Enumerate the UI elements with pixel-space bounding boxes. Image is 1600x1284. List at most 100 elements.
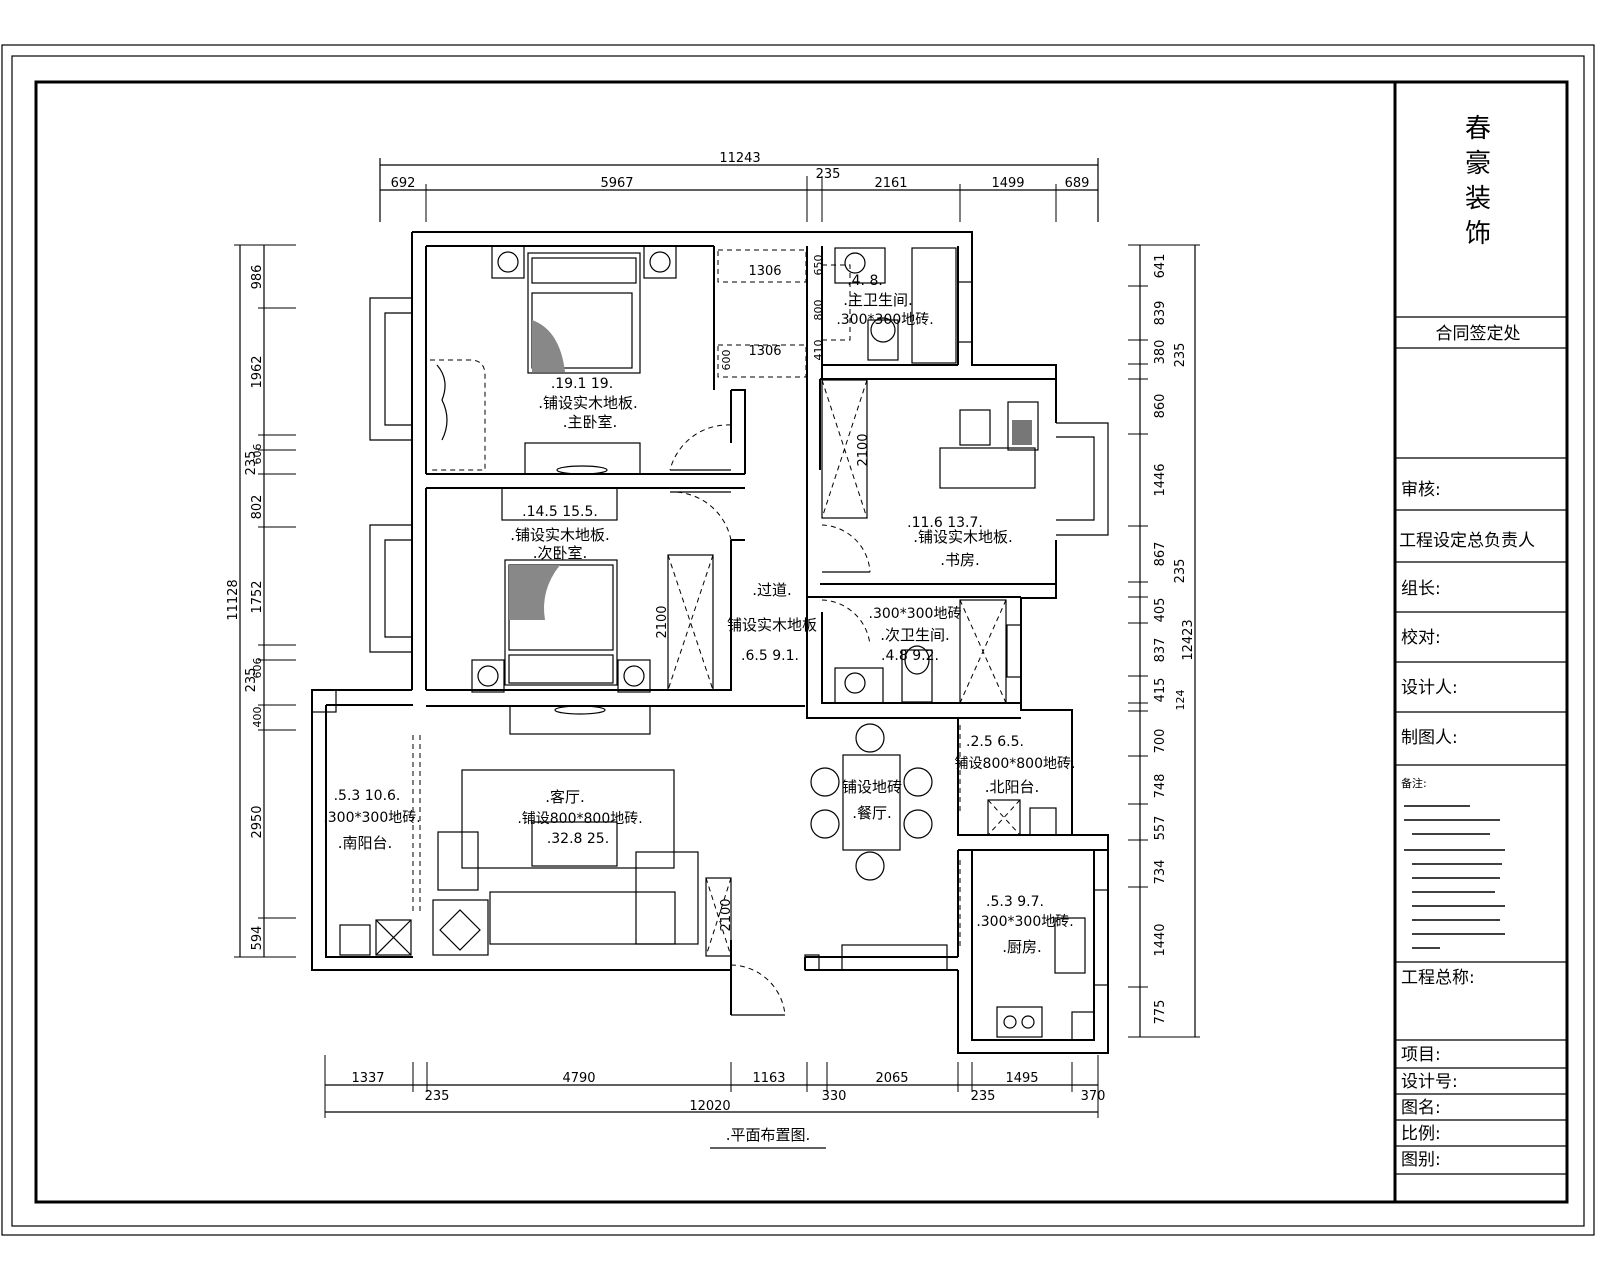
second-bed bbox=[471, 487, 651, 735]
notes-scribble bbox=[1404, 805, 1505, 949]
outer-border bbox=[1, 44, 1595, 1236]
dim-internal-7: 2100 bbox=[856, 433, 871, 466]
dim-right-11: 748 bbox=[1153, 774, 1168, 799]
dim-left-1: 986 bbox=[250, 265, 265, 290]
master-bath-area: .4. 8. bbox=[847, 273, 883, 289]
company-char-4: 饰 bbox=[1465, 219, 1491, 249]
second-bath-floor: .300*300地砖 bbox=[869, 606, 962, 622]
dim-right-9: 415 bbox=[1153, 678, 1168, 703]
design-no-label: 设计号: bbox=[1401, 1072, 1458, 1092]
room-labels: .19.1 19. .铺设实木地板. .主卧室. .14.5 15.5. .铺设… bbox=[323, 273, 1075, 956]
inner-border bbox=[11, 55, 1585, 1227]
dim-left-3: 235 bbox=[244, 451, 259, 476]
leader-label: 组长: bbox=[1401, 579, 1441, 599]
north-balcony-name: .北阳台. bbox=[985, 778, 1040, 796]
dim-right-1: 641 bbox=[1153, 254, 1168, 279]
review-label: 审核: bbox=[1401, 480, 1441, 500]
balcony-kitchen-fixtures bbox=[339, 799, 1095, 1041]
second-bath-area: .4.8 9.2. bbox=[881, 648, 939, 664]
dim-top-5: 1499 bbox=[991, 176, 1024, 191]
item-label: 项目: bbox=[1401, 1045, 1441, 1065]
company-char-3: 装 bbox=[1465, 184, 1491, 214]
living-name: .客厅. bbox=[545, 788, 585, 806]
dim-right-15: 775 bbox=[1153, 1000, 1168, 1025]
south-balcony-floor: .300*300地砖. bbox=[323, 810, 420, 826]
north-balcony-floor: 铺设800*800地砖. bbox=[955, 756, 1076, 772]
dim-left-total: 11128 bbox=[226, 579, 241, 620]
drawing-name-label: 图名: bbox=[1401, 1098, 1441, 1118]
kitchen-floor: .300*300地砖. bbox=[976, 914, 1073, 930]
dim-right-4: 860 bbox=[1153, 394, 1168, 419]
dim-right-small-3: 124 bbox=[1174, 690, 1187, 711]
dim-left-6: 1752 bbox=[250, 580, 265, 613]
dining-name: .餐厅. bbox=[852, 804, 892, 822]
dim-bottom-4: 2065 bbox=[875, 1071, 908, 1086]
company-char-1: 春 bbox=[1465, 114, 1491, 144]
living-floor: .铺设800*800地砖. bbox=[517, 811, 642, 827]
wardrobes bbox=[667, 264, 868, 957]
second-bedroom-area: .14.5 15.5. bbox=[522, 504, 598, 520]
second-bath-fixtures bbox=[834, 599, 1007, 704]
notes-title: 备注: bbox=[1401, 776, 1427, 790]
master-bedroom-area: .19.1 19. bbox=[551, 376, 613, 392]
dim-internal-3: 650 bbox=[812, 255, 825, 276]
dim-top-4: 2161 bbox=[874, 176, 907, 191]
second-bedroom-name: .次卧室. bbox=[533, 544, 588, 562]
right-dimensions: 641 839 380 235 860 1446 867 235 405 837… bbox=[1128, 244, 1200, 1038]
designer-label: 设计人: bbox=[1401, 678, 1458, 698]
scale-label: 比例: bbox=[1401, 1124, 1441, 1144]
dim-right-total: 12423 bbox=[1181, 619, 1196, 660]
company-char-2: 豪 bbox=[1465, 149, 1491, 179]
dim-right-5: 1446 bbox=[1153, 463, 1168, 496]
living-area: .32.8 25. bbox=[547, 831, 609, 847]
north-balcony-area: .2.5 6.5. bbox=[966, 734, 1024, 750]
study-floor: .铺设实木地板. bbox=[913, 528, 1013, 546]
dim-right-6: 867 bbox=[1153, 542, 1168, 567]
dim-left-5: 802 bbox=[250, 495, 265, 520]
dim-right-8: 837 bbox=[1153, 638, 1168, 663]
master-bath-floor: .300*300地砖. bbox=[836, 312, 933, 328]
living-furniture bbox=[432, 769, 699, 956]
dim-bottom-2: 4790 bbox=[562, 1071, 595, 1086]
second-bedroom-floor: .铺设实木地板. bbox=[510, 526, 610, 544]
dim-left-11: 594 bbox=[250, 926, 265, 951]
doors bbox=[412, 249, 961, 1016]
drafter-label: 制图人: bbox=[1401, 728, 1458, 748]
dim-right-3: 380 bbox=[1153, 340, 1168, 365]
dim-bottom-3: 1163 bbox=[752, 1071, 785, 1086]
drawing-title: .平面布置图. bbox=[726, 1126, 811, 1144]
bottom-dimensions: 1337 4790 1163 2065 1495 235 330 235 370… bbox=[324, 1055, 1106, 1118]
study-desk bbox=[939, 401, 1039, 489]
dim-internal-6: 600 bbox=[720, 350, 733, 371]
dim-right-14: 1440 bbox=[1153, 923, 1168, 956]
second-bath-name: .次卫生间. bbox=[880, 626, 950, 644]
category-label: 图别: bbox=[1401, 1150, 1441, 1170]
dim-bottom-small-3: 235 bbox=[971, 1089, 996, 1104]
dim-left-7: 235 bbox=[244, 668, 259, 693]
master-bath-fixtures bbox=[834, 247, 957, 364]
corridor-floor: 铺设实木地板 bbox=[727, 616, 817, 634]
pm-label: 工程设定总负责人 bbox=[1399, 531, 1535, 551]
dim-internal-1: 1306 bbox=[748, 264, 781, 279]
master-bed bbox=[430, 245, 677, 475]
internal-dimensions: 1306 1306 650 800 410 600 2100 2100 2100 bbox=[655, 255, 871, 932]
dim-bottom-total: 12020 bbox=[689, 1099, 730, 1114]
corridor-area: .6.5 9.1. bbox=[741, 648, 799, 664]
drawing-frame bbox=[34, 80, 1569, 1204]
dim-right-10: 700 bbox=[1153, 729, 1168, 754]
dim-bottom-1: 1337 bbox=[351, 1071, 384, 1086]
dim-bottom-small-4: 370 bbox=[1081, 1089, 1106, 1104]
corridor-name: .过道. bbox=[752, 581, 792, 599]
dim-internal-9: 2100 bbox=[719, 898, 734, 931]
dim-right-small-2: 235 bbox=[1173, 559, 1188, 584]
south-balcony-area: .5.3 10.6. bbox=[334, 788, 401, 804]
kitchen-area: .5.3 9.7. bbox=[986, 894, 1044, 910]
dim-left-4: 606 bbox=[251, 444, 264, 465]
south-balcony-name: .南阳台. bbox=[338, 834, 393, 852]
dim-right-7: 405 bbox=[1153, 598, 1168, 623]
master-bath-name: .主卫生间. bbox=[843, 291, 913, 309]
dim-bottom-small-2: 330 bbox=[822, 1089, 847, 1104]
dim-top-6: 689 bbox=[1065, 176, 1090, 191]
